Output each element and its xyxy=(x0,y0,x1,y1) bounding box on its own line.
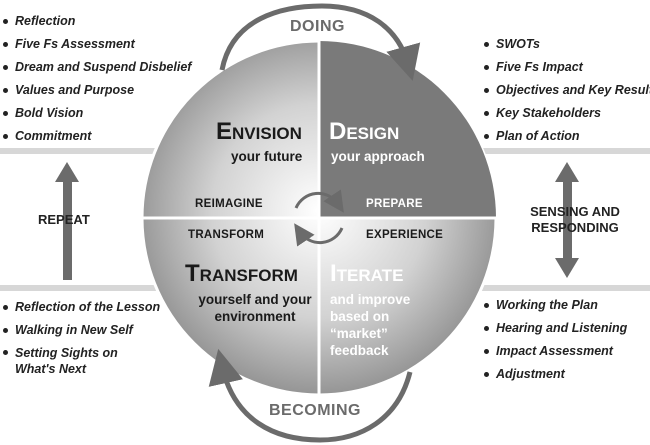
list-item: Bold Vision xyxy=(3,102,191,125)
reimagine-label: REIMAGINE xyxy=(195,198,263,210)
list-item: Five Fs Assessment xyxy=(3,33,191,56)
becoming-arc-arrow xyxy=(208,348,413,443)
doing-arc-arrow xyxy=(219,3,421,81)
list-item: Working the Plan xyxy=(484,294,627,317)
list-item: Hearing and Listening xyxy=(484,317,627,340)
repeat-arrow xyxy=(55,162,79,280)
sensing-arrow xyxy=(555,162,579,278)
list-item: Plan of Action xyxy=(484,125,650,148)
experience-stage-label: EXPERIENCE xyxy=(366,229,444,241)
center-cycle-arrow-bottom xyxy=(294,223,344,247)
prepare-label: PREPARE xyxy=(366,198,423,210)
envision-title: ENVISION xyxy=(216,118,302,145)
becoming-label: BECOMING xyxy=(269,402,361,419)
list-item: Five Fs Impact xyxy=(484,56,650,79)
iterate-subtitle: and improve based on “market” feedback xyxy=(330,292,411,358)
list-item: Reflection of the Lesson xyxy=(3,296,160,319)
transform-stage-label: TRANSFORM xyxy=(188,229,265,241)
list-item: Setting Sights on What's Next xyxy=(3,342,153,381)
list-item: SWOTs xyxy=(484,33,650,56)
list-item: Impact Assessment xyxy=(484,340,627,363)
design-subtitle: your approach xyxy=(331,149,425,164)
list-item: Values and Purpose xyxy=(3,79,191,102)
list-item: Commitment xyxy=(3,125,191,148)
center-cycle-arrow-top xyxy=(294,189,344,213)
list-item: Reflection xyxy=(3,10,191,33)
list-item: Walking in New Self xyxy=(3,319,153,342)
design-activities-list: SWOTs Five Fs Impact Objectives and Key … xyxy=(484,33,650,148)
iterate-activities-list: Working the Plan Hearing and Listening I… xyxy=(484,294,627,386)
envision-activities-list: Reflection Five Fs Assessment Dream and … xyxy=(3,10,191,148)
list-item: Objectives and Key Results xyxy=(484,79,650,102)
list-item: Adjustment xyxy=(484,363,627,386)
list-item: Dream and Suspend Disbelief xyxy=(3,56,191,79)
design-quadrant xyxy=(319,41,496,218)
transform-title: TRANSFORM xyxy=(185,260,298,287)
sensing-responding-label: SENSING AND RESPONDING xyxy=(530,204,620,235)
iterate-title: ITERATE xyxy=(330,260,404,287)
envision-subtitle: your future xyxy=(231,149,303,164)
transform-activities-list: Reflection of the Lesson Walking in New … xyxy=(3,296,160,381)
list-item: Key Stakeholders xyxy=(484,102,650,125)
transform-subtitle: yourself and your environment xyxy=(198,292,312,324)
design-title: DESIGN xyxy=(329,118,400,145)
repeat-label: REPEAT xyxy=(38,212,90,227)
doing-label: DOING xyxy=(290,18,345,35)
